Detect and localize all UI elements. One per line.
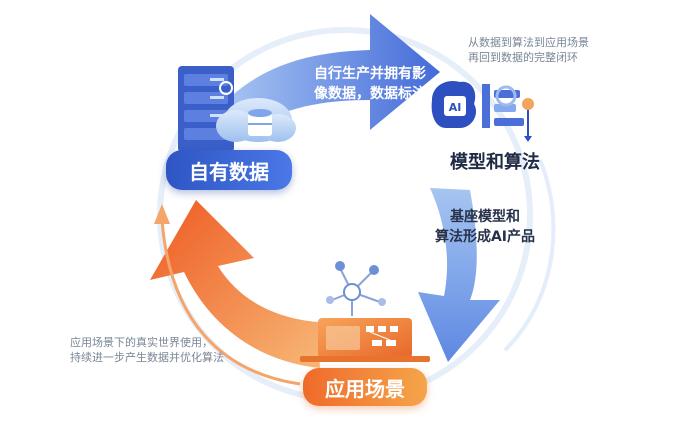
model-algorithm-node: 模型和算法 [450,152,540,173]
orange-thin-arc [160,219,301,386]
orange-arrow [150,200,320,368]
network-board-icon [300,261,430,362]
right-arrow-label-line1: 基座模型和 [450,209,520,225]
top-arrow-label-line1: 自行生产并拥有影 [314,66,426,82]
app-note-line1: 应用场景下的真实世界使用， [70,336,213,349]
top-arrow-label: 自行生产并拥有影 像数据，数据标注 [290,64,450,104]
right-outer-sweep [503,159,556,352]
loop-description-note: 从数据到算法到应用场景 再回到数据的完整闭环 [468,35,668,65]
right-arrow-label: 基座模型和 算法形成AI产品 [410,207,560,247]
application-scenario-node: 应用场景 [303,368,427,406]
ai-model-icon: AI [431,80,534,142]
server-cloud-icon [178,66,296,152]
top-arrow-label-line2: 像数据，数据标注 [314,86,426,102]
own-data-node: 自有数据 [166,150,292,190]
right-arrow-label-line2: 算法形成AI产品 [434,229,536,245]
application-description-note: 应用场景下的真实世界使用， 持续进一步产生数据并优化算法 [70,335,290,365]
ai-chip-label: AI [449,101,462,114]
right-blue-arrow [418,188,500,362]
loop-note-line1: 从数据到算法到应用场景 [468,36,589,49]
orange-thin-arrowhead [154,204,170,224]
app-note-line2: 持续进一步产生数据并优化算法 [70,351,224,364]
loop-note-line2: 再回到数据的完整闭环 [468,51,578,64]
